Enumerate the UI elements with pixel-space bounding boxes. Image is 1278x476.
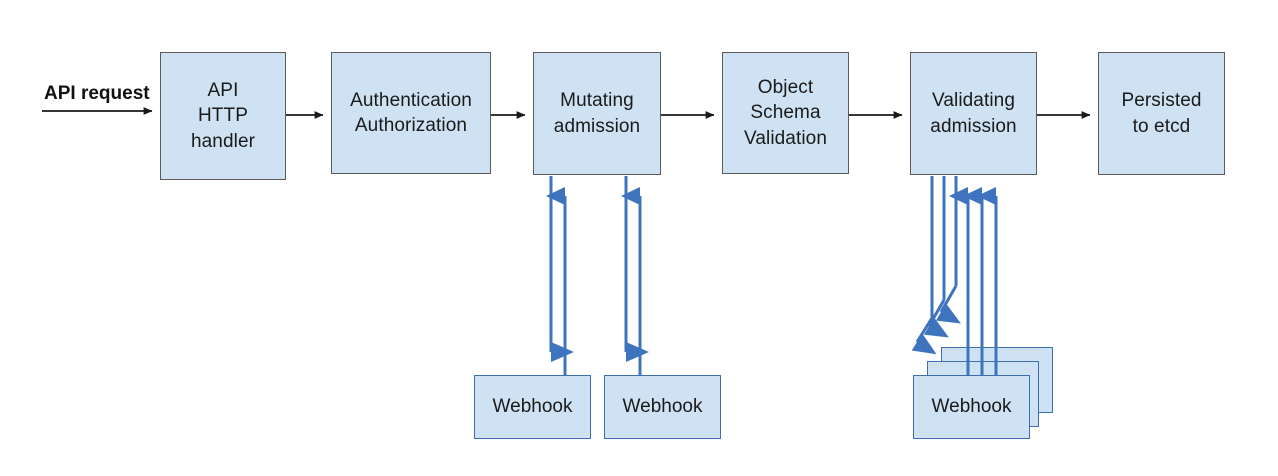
- arrow-validating-to-webhook-stack-1: [911, 176, 937, 355]
- webhook-box-mutating-2[interactable]: Webhook: [604, 375, 721, 439]
- webhook-box-validating-front-label: Webhook: [931, 396, 1012, 417]
- node-mutating-admission[interactable]: Mutating admission: [533, 52, 661, 175]
- node-api-http-handler[interactable]: API HTTP handler: [160, 52, 286, 180]
- arrow-validating-to-webhook-stack-2: [924, 176, 949, 338]
- node-authentication-authorization[interactable]: Authentication Authorization: [331, 52, 491, 174]
- webhook-box-mutating-2-label: Webhook: [622, 396, 703, 417]
- webhook-box-mutating-1-label: Webhook: [492, 396, 573, 417]
- node-persisted-to-etcd-label: Persisted to etcd: [1121, 90, 1202, 137]
- node-mutating-admission-label: Mutating admission: [553, 90, 641, 137]
- webhook-box-validating-front[interactable]: Webhook: [913, 375, 1030, 439]
- node-object-schema-validation[interactable]: Object Schema Validation: [722, 52, 849, 174]
- node-authentication-authorization-label: Authentication Authorization: [350, 89, 472, 136]
- webhook-box-mutating-1[interactable]: Webhook: [474, 375, 591, 439]
- node-persisted-to-etcd[interactable]: Persisted to etcd: [1098, 52, 1225, 175]
- node-validating-admission-label: Validating admission: [930, 90, 1017, 137]
- node-validating-admission[interactable]: Validating admission: [910, 52, 1037, 175]
- node-object-schema-validation-label: Object Schema Validation: [743, 77, 828, 149]
- arrow-validating-to-webhook-stack-3: [936, 176, 961, 324]
- api-request-label: API request: [44, 83, 150, 104]
- node-api-http-handler-label: API HTTP handler: [190, 80, 256, 152]
